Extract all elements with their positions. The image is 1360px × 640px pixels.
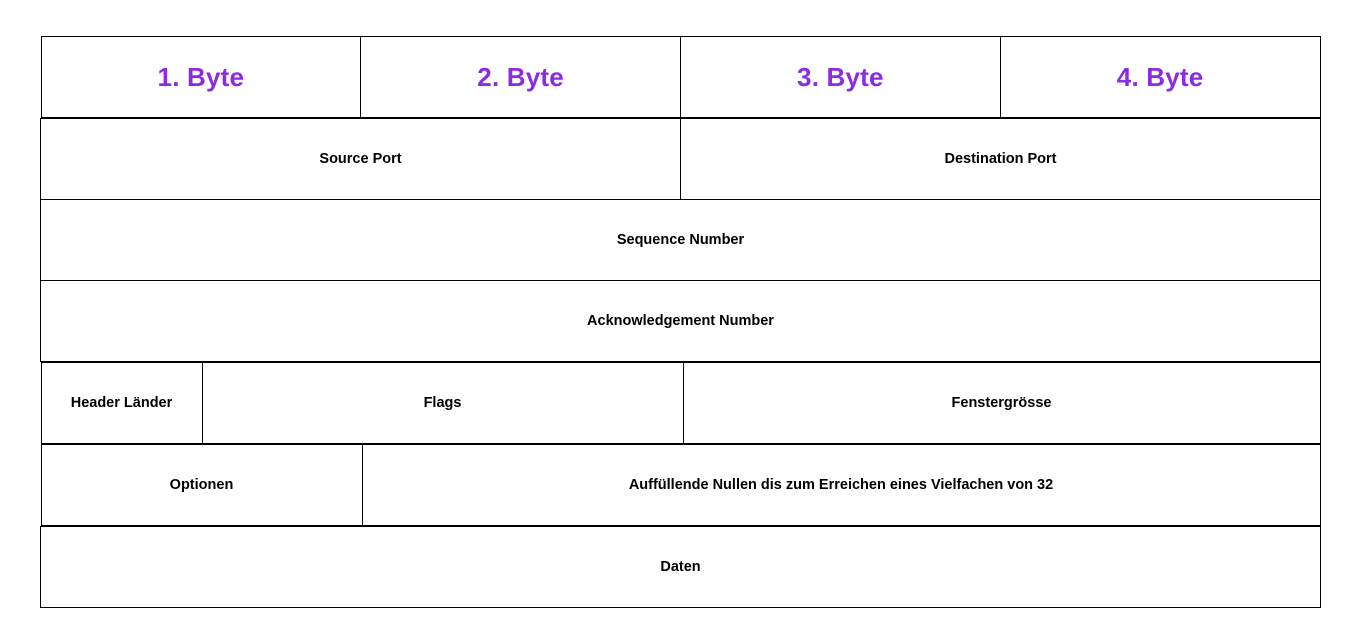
field-sequence-number: Sequence Number (40, 199, 1321, 281)
options-row: Optionen Auffüllende Nullen dis zum Erre… (40, 444, 1321, 527)
field-daten: Daten (40, 526, 1321, 608)
field-fenstergroesse: Fenstergrösse (682, 362, 1321, 444)
sequence-row: Sequence Number (40, 199, 1321, 281)
field-destination-port: Destination Port (680, 118, 1321, 200)
field-header-laender-label: Header Länder (70, 395, 173, 411)
field-padding-zeros: Auffüllende Nullen dis zum Erreichen ein… (361, 444, 1321, 526)
acknowledgement-row: Acknowledgement Number (40, 280, 1321, 362)
byte-header-cell-1: 1. Byte (40, 36, 362, 118)
field-sequence-number-label: Sequence Number (616, 232, 745, 248)
tcp-header-table: 1. Byte 2. Byte 3. Byte 4. Byte (40, 36, 1321, 608)
byte-header-cell-4: 4. Byte (999, 36, 1321, 118)
byte-header-cell-2: 2. Byte (360, 36, 681, 118)
field-flags-label: Flags (423, 395, 462, 411)
field-header-laender: Header Länder (40, 362, 203, 444)
byte-header-label-3: 3. Byte (797, 61, 884, 92)
flags-row: Header Länder Flags Fenstergrösse (40, 361, 1321, 444)
field-acknowledgement-number: Acknowledgement Number (40, 280, 1321, 362)
field-destination-port-label: Destination Port (944, 151, 1057, 167)
field-optionen: Optionen (40, 444, 363, 526)
ports-row: Source Port Destination Port (40, 118, 1321, 200)
field-source-port: Source Port (40, 118, 681, 200)
field-flags: Flags (201, 362, 684, 444)
tcp-header-diagram: 1. Byte 2. Byte 3. Byte 4. Byte (40, 36, 1321, 608)
field-daten-label: Daten (660, 559, 701, 575)
field-acknowledgement-number-label: Acknowledgement Number (587, 313, 774, 329)
byte-header-row: 1. Byte 2. Byte 3. Byte 4. Byte (40, 36, 1321, 119)
byte-header-cell-3: 3. Byte (680, 36, 1001, 118)
field-padding-zeros-label: Auffüllende Nullen dis zum Erreichen ein… (628, 477, 1054, 493)
byte-header-label-2: 2. Byte (477, 61, 564, 92)
data-row: Daten (40, 526, 1321, 608)
field-fenstergroesse-label: Fenstergrösse (951, 395, 1052, 411)
field-optionen-label: Optionen (169, 477, 234, 493)
field-source-port-label: Source Port (319, 151, 402, 167)
byte-header-label-1: 1. Byte (157, 61, 245, 92)
byte-header-label-4: 4. Byte (1116, 61, 1204, 92)
